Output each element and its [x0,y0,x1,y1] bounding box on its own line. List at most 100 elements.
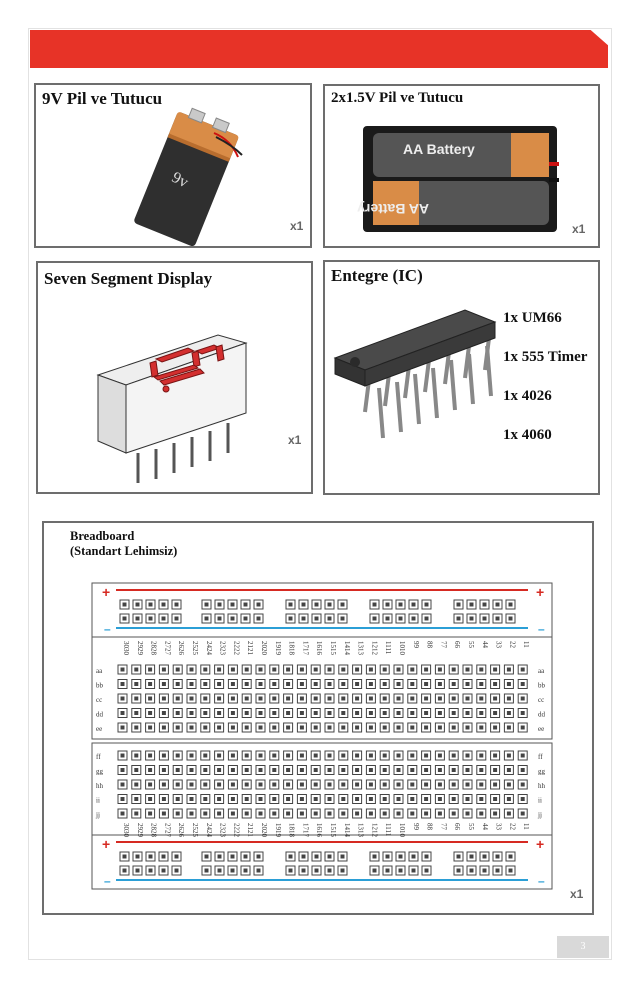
terminal-hole-pin [327,696,332,701]
terminal-hole-pin [382,811,387,816]
terminal-hole-pin [506,768,511,772]
row-label: aa [96,667,103,675]
row-label: jj [537,811,542,819]
rail-hole-pin [424,854,429,859]
terminal-hole-pin [410,725,415,730]
terminal-hole-pin [437,696,442,701]
rail-hole-pin [301,602,306,607]
terminal-hole-pin [230,711,235,715]
column-number: 66 [453,823,461,831]
terminal-hole-pin [341,696,346,701]
terminal-hole-pin [520,753,525,758]
terminal-hole-pin [313,782,318,787]
terminal-hole-pin [493,753,498,758]
terminal-hole-pin [203,782,208,787]
terminal-hole-pin [368,682,373,686]
row-label: ff [538,753,543,761]
column-number: 1818 [288,823,296,838]
terminal-hole-pin [437,782,442,787]
rail-hole-pin [301,854,306,859]
terminal-hole-pin [479,696,484,701]
terminal-hole-pin [258,753,263,758]
terminal-hole-pin [424,797,429,801]
terminal-hole-pin [410,768,415,772]
quantity-label: x1 [572,222,586,236]
column-number: 2828 [150,641,158,656]
column-number: 66 [453,641,461,649]
rail-hole-pin [495,616,500,621]
row-label: cc [538,696,544,704]
terminal-hole-pin [424,811,429,816]
column-number: 1515 [329,641,337,656]
terminal-hole-pin [465,768,470,772]
terminal-hole-pin [327,711,332,715]
minus-sign: – [538,622,545,636]
rail-hole-pin [256,868,261,873]
terminal-hole-pin [175,682,180,686]
column-number: 2424 [205,641,213,656]
terminal-hole-pin [120,725,125,730]
rail-hole-pin [148,854,153,859]
terminal-hole-pin [368,753,373,758]
terminal-hole-pin [355,811,360,816]
terminal-hole-pin [217,782,222,787]
terminal-hole-pin [382,782,387,787]
terminal-hole-pin [230,753,235,758]
terminal-hole-pin [189,696,194,701]
rail-hole-pin [174,868,179,873]
column-number: 2727 [163,641,171,656]
terminal-hole-pin [493,667,498,672]
column-number: 3030 [122,823,130,838]
row-label: bb [538,682,546,690]
rail-hole-pin [288,868,293,873]
terminal-hole-pin [230,768,235,772]
terminal-hole-pin [451,682,456,686]
terminal-hole-pin [506,696,511,701]
terminal-hole-pin [465,696,470,701]
column-number: 2828 [150,823,158,838]
card-title: Seven Segment Display [44,269,213,288]
terminal-hole-pin [230,725,235,730]
rail-hole-pin [243,602,248,607]
terminal-hole-pin [286,667,291,672]
rail-hole-pin [385,868,390,873]
rail-hole-pin [495,854,500,859]
terminal-hole-pin [437,725,442,730]
rail-hole-pin [243,868,248,873]
rail-hole-pin [135,854,140,859]
column-number: 1212 [370,641,378,656]
rail-hole-pin [456,616,461,621]
column-number: 55 [467,823,475,831]
rail-hole-pin [372,868,377,873]
terminal-hole-pin [189,811,194,816]
terminal-hole-pin [217,696,222,701]
rail-hole-pin [122,854,127,859]
rail-hole-pin [508,616,513,621]
row-label: cc [96,696,102,704]
terminal-hole-pin [479,682,484,686]
column-number: 44 [481,823,489,831]
rail-hole-pin [314,854,319,859]
terminal-hole-pin [244,696,249,701]
terminal-hole-pin [244,811,249,816]
rail-hole-pin [161,868,166,873]
rail-hole-pin [424,616,429,621]
terminal-hole-pin [203,667,208,672]
column-number: 2525 [191,641,199,656]
rail-hole-pin [148,868,153,873]
terminal-hole-pin [120,667,125,672]
terminal-hole-pin [313,811,318,816]
terminal-hole-pin [148,667,153,672]
column-number: 2626 [177,641,185,656]
terminal-hole-pin [451,782,456,787]
rail-hole-pin [174,602,179,607]
terminal-hole-pin [313,696,318,701]
rail-hole-pin [288,602,293,607]
terminal-hole-pin [161,811,166,816]
terminal-hole-pin [230,667,235,672]
terminal-hole-pin [355,768,360,772]
terminal-hole-pin [341,782,346,787]
terminal-hole-pin [217,682,222,686]
terminal-hole-pin [189,711,194,715]
